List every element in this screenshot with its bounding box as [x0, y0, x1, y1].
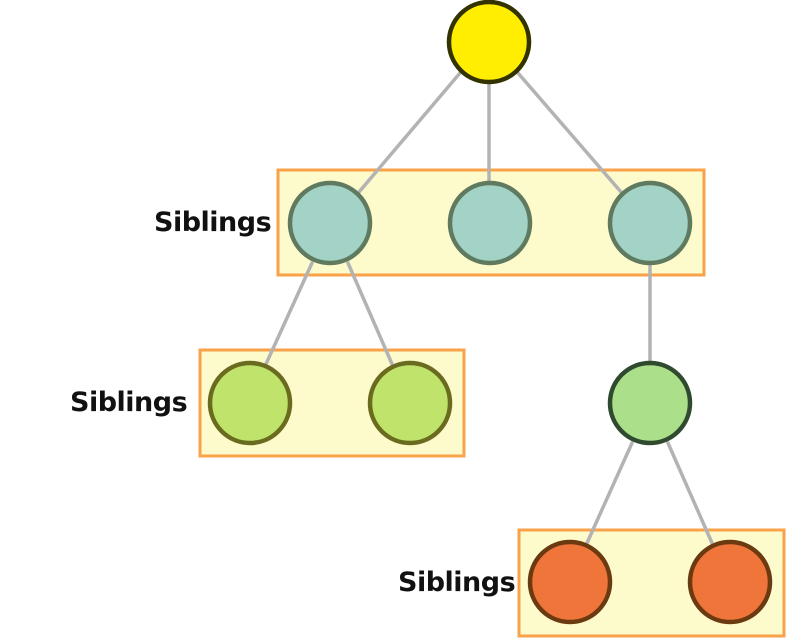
- child-node-middle: [447, 180, 533, 266]
- edge-grandchild-to-great-left: [585, 441, 634, 545]
- tree-edges: [264, 71, 714, 545]
- edge-root-to-child-right: [516, 71, 623, 194]
- grandchild-node-single: [607, 360, 693, 446]
- root-node: [446, 0, 532, 85]
- siblings-label-level1: Siblings: [154, 207, 271, 238]
- child-node-right: [607, 180, 693, 266]
- grandchild-node-right: [367, 360, 453, 446]
- child-node-left: [287, 180, 373, 266]
- great-grandchild-node-left: [527, 539, 613, 625]
- grandchild-node-left: [207, 360, 293, 446]
- edge-left-to-grandchild-right: [346, 261, 394, 366]
- siblings-label-level3: Siblings: [398, 567, 515, 598]
- edge-root-to-child-left: [357, 71, 462, 194]
- edge-grandchild-to-great-right: [666, 441, 714, 545]
- great-grandchild-node-right: [687, 539, 773, 625]
- edge-left-to-grandchild-left: [264, 261, 314, 366]
- siblings-label-level2: Siblings: [70, 387, 187, 418]
